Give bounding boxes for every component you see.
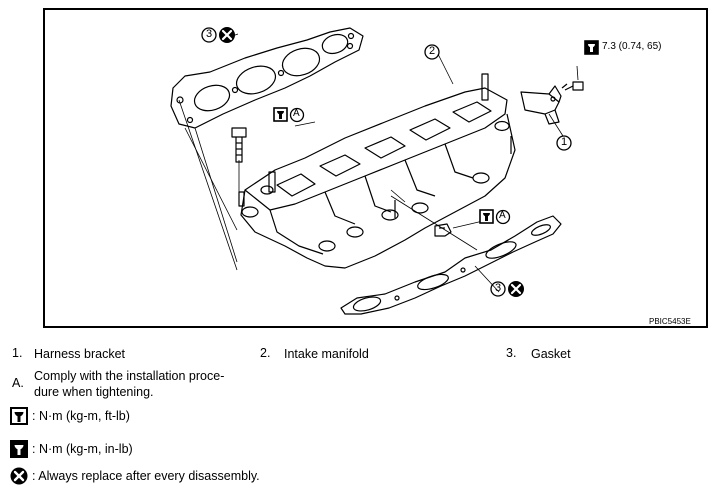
callout-circle-a-lower	[495, 209, 511, 225]
callout-gasket-top: 3	[206, 28, 213, 40]
legend-num-2: 2.	[260, 346, 271, 360]
intake-manifold-drawing	[238, 73, 516, 269]
torque-wrench-inlb-icon	[10, 440, 28, 458]
symbol-text-ft-lb: : N·m (kg-m, ft-lb)	[32, 409, 130, 423]
callout-note-a-upper: A	[293, 108, 300, 119]
symbol-row-replace: : Always replace after every disassembly…	[10, 467, 260, 485]
lower-nut-drawing	[434, 223, 452, 237]
callout-bracket: 1	[561, 136, 568, 148]
symbol-text-replace: : Always replace after every disassembly…	[32, 469, 260, 483]
upper-bolt-drawing	[231, 127, 247, 163]
legend-label-intake-manifold: Intake manifold	[284, 347, 369, 361]
callout-circle-manifold	[424, 44, 440, 60]
symbol-row-in-lb: : N·m (kg-m, in-lb)	[10, 440, 133, 458]
callout-circle-a-upper	[289, 107, 305, 123]
legend-label-harness-bracket: Harness bracket	[34, 347, 126, 361]
legend-label-gasket: Gasket	[531, 347, 571, 361]
note-a-line-1: Comply with the installation proce-	[34, 369, 225, 383]
callout-manifold: 2	[429, 45, 436, 57]
torque-spec-label: 7.3 (0.74, 65)	[602, 41, 662, 52]
replace-part-icon	[10, 467, 28, 485]
symbol-row-ft-lb: : N·m (kg-m, ft-lb)	[10, 407, 130, 425]
exploded-view-drawing	[170, 27, 599, 315]
callout-circle-gasket-bottom	[490, 281, 506, 297]
legend-num-1: 1.	[12, 346, 23, 360]
diagram-frame: 3 2 1 3 A A 7.3 (0.74, 65) PBIC5453E	[43, 8, 708, 328]
callout-gasket-bottom: 3	[495, 282, 502, 294]
callout-note-a-lower: A	[499, 210, 506, 221]
callout-circle-gasket-top	[201, 27, 217, 43]
upper-gasket-drawing	[170, 27, 364, 129]
note-a-key: A.	[12, 376, 24, 390]
callout-circle-bracket	[556, 135, 572, 151]
lower-gasket-drawing	[340, 215, 562, 315]
harness-bracket-drawing	[520, 81, 584, 125]
torque-wrench-icon	[10, 407, 28, 425]
image-code: PBIC5453E	[649, 317, 691, 326]
symbol-text-in-lb: : N·m (kg-m, in-lb)	[32, 442, 133, 456]
note-a-line-2: dure when tightening.	[34, 385, 154, 399]
replace-symbols	[219, 27, 524, 297]
legend-num-3: 3.	[506, 346, 517, 360]
